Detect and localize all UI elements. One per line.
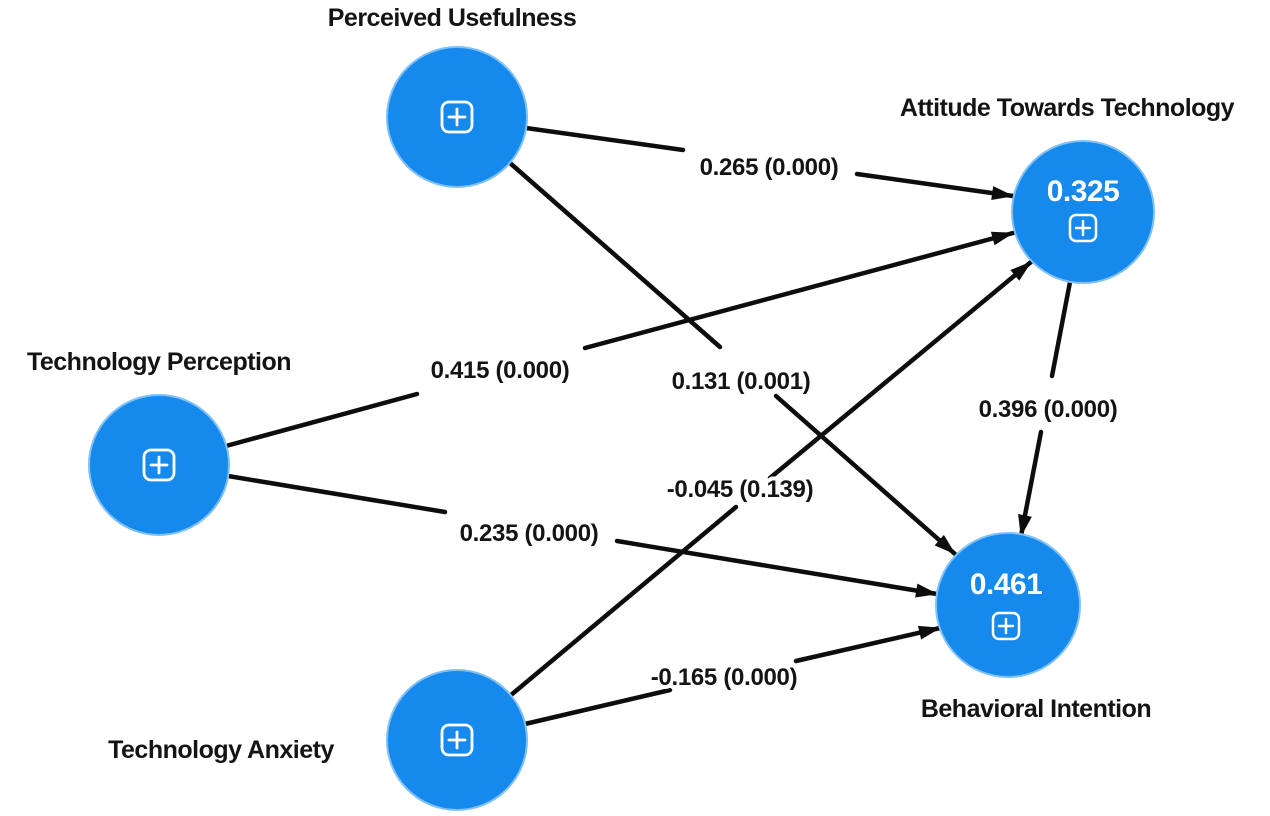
path-coefficient-label[interactable]: -0.165 (0.000) — [647, 660, 802, 695]
path-coefficient-label[interactable]: 0.396 (0.000) — [975, 392, 1122, 427]
path-perceived-usefulness-to-attitude[interactable]: 0.265 (0.000) — [523, 125, 1016, 200]
path-coefficient-label[interactable]: 0.415 (0.000) — [427, 353, 574, 388]
node-circle[interactable] — [935, 532, 1081, 678]
node-behavioral-intention[interactable]: 0.461 Behavioral Intention — [921, 532, 1152, 723]
plus-square-icon[interactable] — [991, 611, 1021, 641]
path-technology-anxiety-to-attitude[interactable]: -0.045 (0.139) — [508, 259, 1034, 698]
plus-square-icon[interactable] — [142, 448, 176, 482]
path-line[interactable] — [1049, 279, 1073, 379]
r-squared-value: 0.461 — [970, 568, 1043, 601]
path-coefficient-label[interactable]: 0.265 (0.000) — [696, 150, 843, 185]
plus-square-icon[interactable] — [440, 100, 474, 134]
path-line[interactable] — [582, 230, 1016, 351]
path-line[interactable] — [1018, 429, 1044, 539]
node-attitude-towards-technology[interactable]: 0.325 Attitude Towards Technology — [900, 94, 1235, 284]
path-perceived-usefulness-to-behavioral-intention[interactable]: 0.131 (0.001) — [507, 160, 958, 557]
path-coefficient-label[interactable]: -0.045 (0.139) — [663, 472, 818, 507]
plus-square-icon[interactable] — [1068, 213, 1098, 243]
node-label: Attitude Towards Technology — [900, 94, 1235, 122]
path-line[interactable] — [614, 538, 940, 598]
path-coefficient-label[interactable]: 0.131 (0.001) — [668, 364, 815, 399]
path-line[interactable] — [767, 259, 1034, 481]
path-line[interactable] — [522, 687, 673, 727]
path-technology-anxiety-to-behavioral-intention[interactable]: -0.165 (0.000) — [522, 625, 943, 727]
node-label: Technology Anxiety — [108, 736, 334, 764]
path-line[interactable] — [225, 473, 448, 515]
node-perceived-usefulness[interactable]: Perceived Usefulness — [328, 4, 577, 188]
path-line[interactable] — [223, 391, 420, 449]
node-technology-perception[interactable]: Technology Perception — [27, 348, 292, 536]
path-line[interactable] — [793, 625, 943, 664]
node-label: Perceived Usefulness — [328, 4, 576, 32]
path-coefficient-label[interactable]: 0.235 (0.000) — [456, 516, 603, 551]
node-circle[interactable] — [1011, 140, 1155, 284]
path-line[interactable] — [507, 160, 723, 350]
path-line[interactable] — [773, 393, 958, 557]
path-line[interactable] — [854, 171, 1016, 200]
r-squared-value: 0.325 — [1047, 175, 1120, 208]
node-label: Technology Perception — [27, 348, 291, 376]
path-line[interactable] — [508, 504, 739, 698]
path-line[interactable] — [523, 125, 686, 153]
path-technology-perception-to-behavioral-intention[interactable]: 0.235 (0.000) — [225, 473, 940, 598]
node-technology-anxiety[interactable]: Technology Anxiety — [108, 669, 528, 811]
path-technology-perception-to-attitude[interactable]: 0.415 (0.000) — [223, 230, 1016, 449]
node-label: Behavioral Intention — [921, 695, 1151, 723]
plus-square-icon[interactable] — [440, 723, 474, 757]
path-attitude-to-behavioral-intention[interactable]: 0.396 (0.000) — [975, 279, 1122, 539]
